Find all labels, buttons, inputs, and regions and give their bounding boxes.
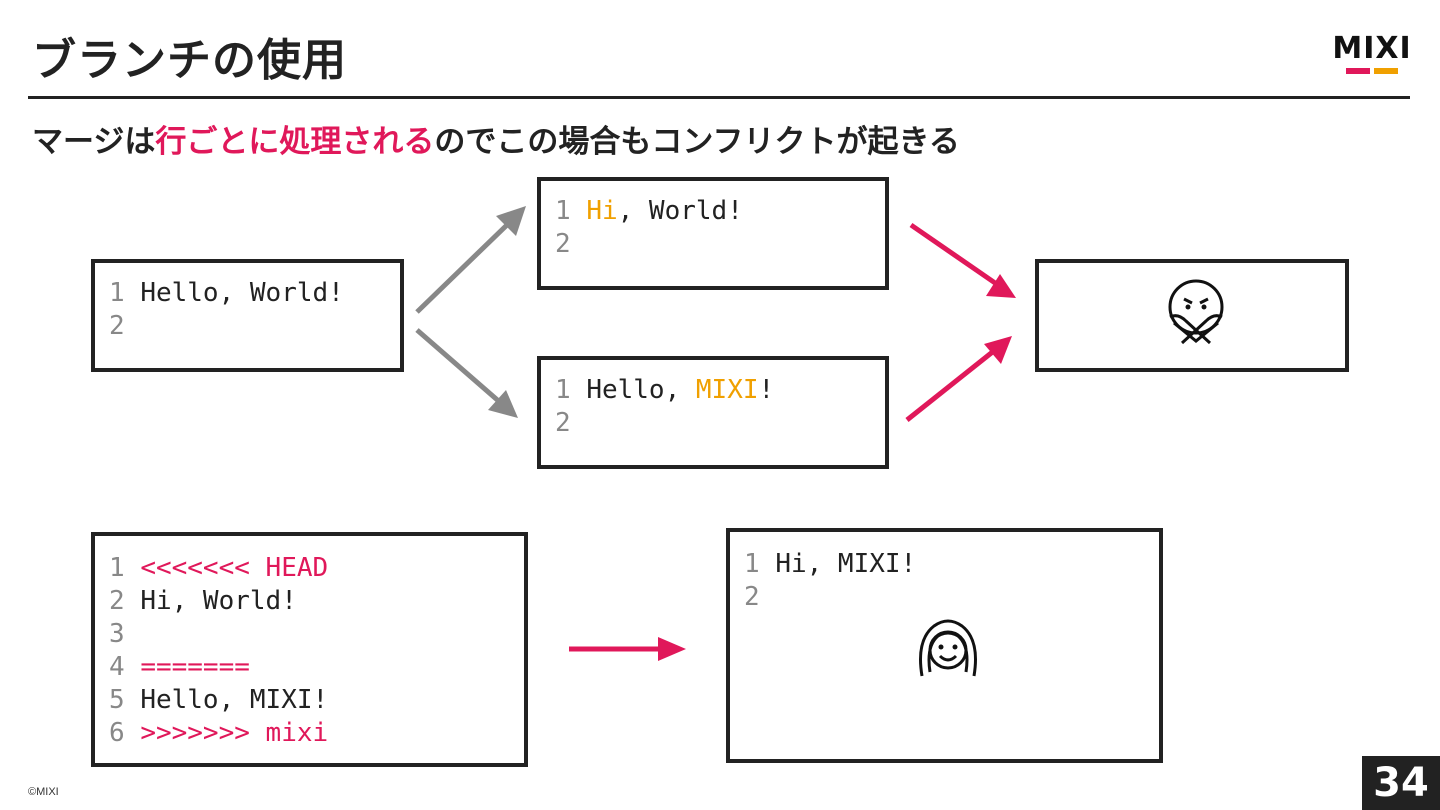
- line-number: 2: [109, 311, 141, 341]
- code-line: 6 >>>>>>> mixi: [109, 717, 328, 750]
- resolved-file-box: 1 Hi, MIXI!2: [726, 528, 1163, 763]
- slide-title: ブランチの使用: [32, 35, 347, 86]
- line-number: 2: [744, 582, 776, 612]
- code-block: 1 Hello, World!2: [109, 277, 344, 343]
- line-number: 1: [555, 375, 587, 405]
- page-number: 34: [1362, 756, 1440, 810]
- code-text: Hi: [586, 196, 618, 226]
- merge-result-box: [1035, 259, 1349, 372]
- code-line: 2: [555, 228, 743, 261]
- code-block: 1 Hi, World!2: [555, 195, 743, 261]
- code-line: 5 Hello, MIXI!: [109, 684, 328, 717]
- no-gesture-face-icon: [1168, 279, 1224, 345]
- mixi-logo: MIXI: [1330, 34, 1414, 76]
- code-line: 3: [109, 618, 328, 651]
- code-line: 1 <<<<<<< HEAD: [109, 552, 328, 585]
- logo-bar-pink: [1346, 68, 1370, 74]
- line-number: 1: [109, 553, 141, 583]
- title-divider: [28, 96, 1410, 99]
- line-number: 2: [109, 586, 141, 616]
- code-line: 1 Hi, World!: [555, 195, 743, 228]
- code-text: Hi, MIXI!: [775, 549, 917, 579]
- line-number: 6: [109, 718, 141, 748]
- code-line: 1 Hello, MIXI!: [555, 374, 774, 407]
- original-file-box: 1 Hello, World!2: [91, 259, 404, 372]
- code-text: >>>>>>> mixi: [140, 718, 329, 748]
- code-line: 2: [744, 581, 916, 614]
- line-number: 1: [109, 278, 141, 308]
- code-text: !: [758, 375, 775, 405]
- logo-bar-orange: [1374, 68, 1398, 74]
- code-line: 2 Hi, World!: [109, 585, 328, 618]
- line-number: 5: [109, 685, 141, 715]
- subtitle-highlight: 行ごとに処理される: [155, 124, 435, 160]
- branch-a-file-box: 1 Hi, World!2: [537, 177, 889, 290]
- code-block: 1 Hello, MIXI!2: [555, 374, 774, 440]
- arrow-conflict-to-resolved: [569, 637, 686, 661]
- code-text: =======: [140, 652, 250, 682]
- code-line: 2: [109, 310, 344, 343]
- code-text: Hello, World!: [140, 278, 344, 308]
- happy-person-icon: [919, 619, 977, 677]
- code-text: MIXI: [695, 375, 759, 405]
- code-line: 2: [555, 407, 774, 440]
- copyright: ©MIXI: [28, 786, 59, 798]
- code-line: 1 Hi, MIXI!: [744, 548, 916, 581]
- code-line: 1 Hello, World!: [109, 277, 344, 310]
- slide-subtitle: マージは行ごとに処理されるのでこの場合もコンフリクトが起きる: [32, 116, 960, 161]
- line-number: 3: [109, 619, 141, 649]
- line-number: 1: [744, 549, 776, 579]
- code-text: Hello,: [586, 375, 696, 405]
- arrow-a-to-merge: [909, 222, 1016, 298]
- code-text: , World!: [617, 196, 743, 226]
- arrow-to-branch-a: [415, 206, 526, 314]
- code-text: Hi, World!: [140, 586, 297, 616]
- subtitle-post: のでこの場合もコンフリクトが起きる: [434, 124, 960, 160]
- code-text: Hello, MIXI!: [140, 685, 329, 715]
- arrow-b-to-merge: [905, 336, 1012, 422]
- line-number: 1: [555, 196, 587, 226]
- subtitle-pre: マージは: [32, 124, 156, 160]
- line-number: 4: [109, 652, 141, 682]
- line-number: 2: [555, 408, 587, 438]
- arrow-to-branch-b: [415, 328, 518, 418]
- code-line: 4 =======: [109, 651, 328, 684]
- branch-b-file-box: 1 Hello, MIXI!2: [537, 356, 889, 469]
- code-text: <<<<<<< HEAD: [140, 553, 329, 583]
- logo-text: MIXI: [1332, 31, 1412, 66]
- code-block: 1 Hi, MIXI!2: [744, 548, 916, 614]
- line-number: 2: [555, 229, 587, 259]
